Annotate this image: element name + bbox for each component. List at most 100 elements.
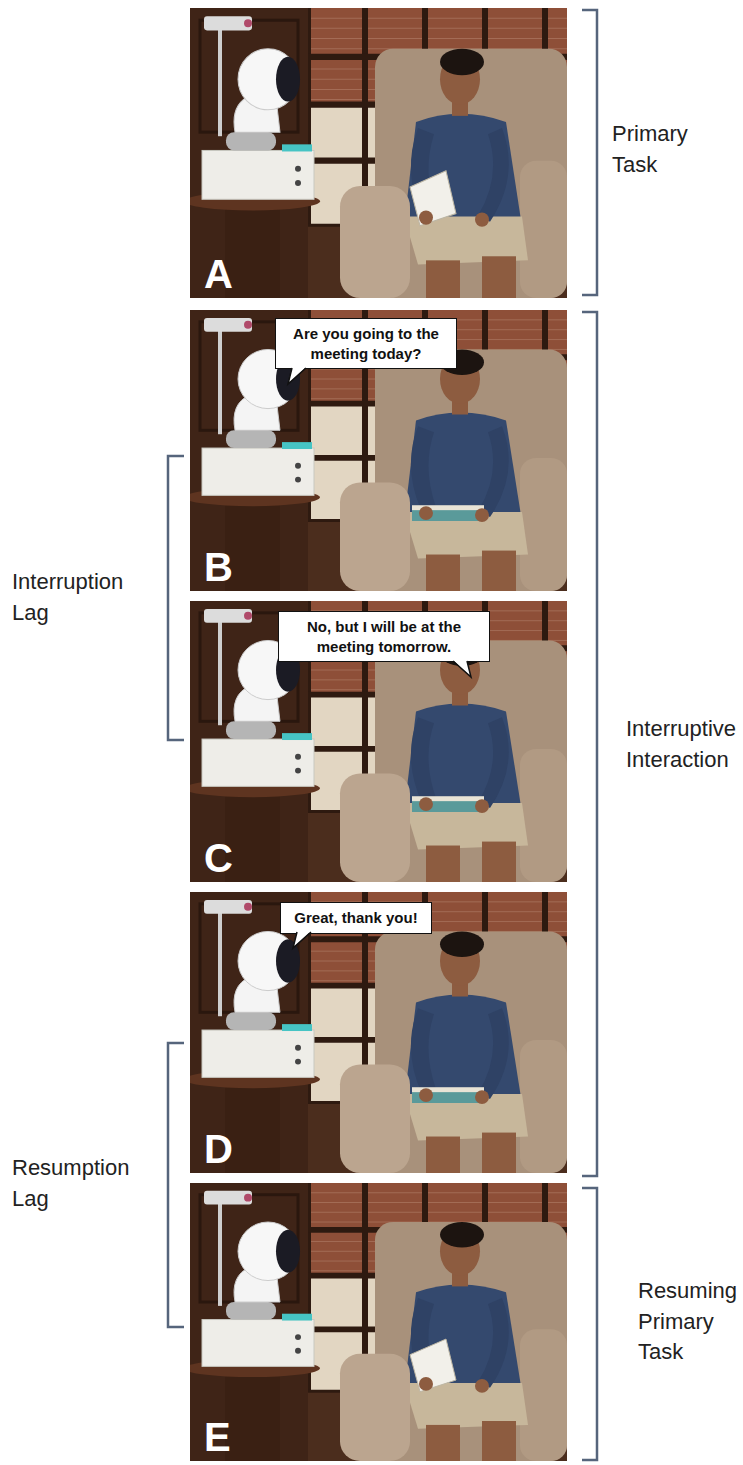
person-torso [404, 995, 522, 1104]
equipment-box [202, 1030, 314, 1077]
armchair-arm [340, 1354, 410, 1461]
equipment-box [202, 739, 314, 786]
photo-panel: E [190, 1183, 567, 1461]
person-leg [426, 260, 460, 298]
bracket [168, 456, 184, 740]
speech-text: Great, thank you! [289, 908, 423, 928]
teal-pad [282, 1024, 312, 1031]
bracket-label: Interruptive Interaction [626, 714, 740, 776]
equipment-box [202, 448, 314, 495]
photo-content [190, 892, 567, 1173]
box-hole [295, 1334, 301, 1340]
person-torso [404, 1284, 522, 1392]
armchair-arm [520, 161, 567, 298]
brick-line [308, 18, 567, 19]
person-arm [478, 717, 509, 808]
room-wall [190, 1183, 567, 1461]
bracket [582, 10, 597, 295]
person-arm [478, 1008, 509, 1099]
robot-base [226, 430, 276, 448]
room-wall [190, 892, 567, 1173]
person-hand [475, 508, 489, 522]
person-hair [440, 49, 484, 75]
table-pedestal [225, 1373, 280, 1461]
camera-lens [244, 612, 252, 620]
camera-pole [218, 619, 222, 725]
photo-panel: Great, thank you! D [190, 892, 567, 1173]
person-torso [404, 704, 522, 813]
person-arm [411, 1008, 436, 1094]
teal-pad [282, 733, 312, 740]
person-leg [482, 256, 516, 298]
person-leg [482, 842, 516, 882]
panel-letter: D [204, 1129, 233, 1169]
box-hole [295, 754, 301, 760]
tail-outline [288, 368, 306, 384]
person-leg [482, 1421, 516, 1461]
camera-pole [218, 910, 222, 1016]
teal-pad [282, 442, 312, 449]
bubble-tail [286, 368, 310, 386]
person-hand [419, 1088, 433, 1102]
photo-panel: Are you going to the meeting today?B [190, 310, 567, 591]
photo-illustration [184, 1183, 567, 1461]
person-hand [475, 1090, 489, 1104]
tail-outline [293, 932, 311, 948]
table-pedestal [225, 793, 280, 882]
person-leg [482, 551, 516, 591]
bracket [168, 1043, 184, 1327]
robot-base [226, 132, 276, 150]
photo-content [190, 1183, 567, 1461]
camera [204, 609, 252, 623]
armchair-arm [520, 1040, 567, 1173]
person-arm [478, 426, 509, 517]
person-arm [411, 717, 436, 803]
panel-letter: E [204, 1417, 231, 1457]
speech-text: No, but I will be at the meeting tomorro… [287, 617, 481, 656]
person-hand [419, 797, 433, 811]
bracket-label: Interruption Lag [12, 567, 152, 629]
camera [204, 16, 252, 30]
tail-fill [288, 367, 306, 384]
photo-illustration [184, 8, 567, 298]
brick-line [308, 28, 567, 29]
armchair-arm [520, 458, 567, 591]
person-leg [426, 846, 460, 882]
armchair-arm [340, 186, 410, 298]
person-arm [478, 128, 509, 222]
photo-content [190, 310, 567, 591]
box-hole [295, 1348, 301, 1354]
panel-letter: A [204, 254, 233, 294]
photo-illustration [184, 310, 567, 591]
armchair-arm [340, 1065, 410, 1173]
tail-fill [293, 931, 311, 948]
teal-pad [282, 144, 312, 151]
photo-content [190, 601, 567, 882]
photo-panel: A [190, 8, 567, 298]
person-leg [426, 1137, 460, 1173]
table-pedestal [225, 206, 280, 298]
person-hand [475, 799, 489, 813]
person-leg [426, 555, 460, 591]
room-wall [190, 601, 567, 882]
brick-line [308, 1212, 567, 1213]
person-hair [440, 931, 484, 957]
person-hand [419, 1377, 433, 1391]
armchair-arm [520, 1329, 567, 1461]
robot-base [226, 721, 276, 739]
person-arm [411, 426, 436, 512]
armchair-arm [340, 774, 410, 882]
open-book [410, 1339, 456, 1392]
person-arm [478, 1298, 509, 1388]
person-hand [419, 210, 433, 224]
brick-line [308, 1202, 567, 1203]
person-torso [404, 413, 522, 522]
teal-pad [282, 1314, 312, 1321]
bracket-label: Resumption Lag [12, 1153, 152, 1215]
camera-pole [218, 328, 222, 434]
table-pedestal [225, 502, 280, 591]
camera-lens [244, 321, 252, 329]
brick-line [308, 1192, 567, 1193]
